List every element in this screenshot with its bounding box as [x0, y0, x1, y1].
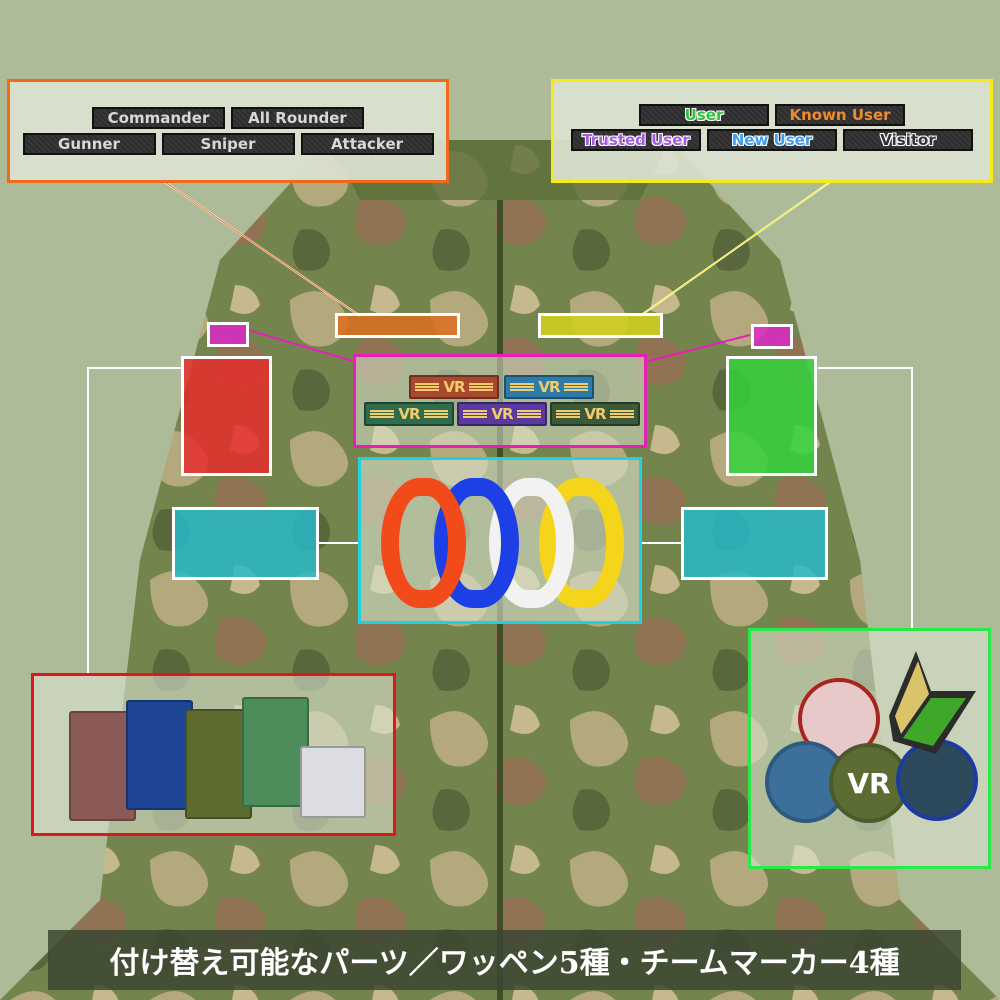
rank-tag-position-marker	[538, 313, 663, 338]
vr-patch-orange: VR	[409, 375, 499, 399]
patch-bear	[242, 697, 309, 807]
left-armband-marker	[172, 507, 319, 580]
patch-skull-crossbones	[126, 700, 193, 810]
right-shoulder-marker	[751, 324, 793, 349]
rank-tag-user: User	[639, 104, 769, 126]
beginner-mark-icon	[889, 651, 976, 754]
vr-patch-purple: VR	[457, 402, 547, 426]
marker-crystal	[896, 739, 978, 821]
patch-smg	[300, 746, 366, 818]
vr-patch-teal: VR	[364, 402, 454, 426]
left-patches-panel	[31, 673, 396, 836]
armbands-panel	[358, 457, 642, 624]
team-markers-panel: VR	[748, 628, 991, 869]
rank-tag-visitor: Visitor	[843, 129, 973, 151]
rank-tag-known-user: Known User	[775, 104, 905, 126]
caption-banner: 付け替え可能なパーツ／ワッペン5種・チームマーカー4種	[48, 930, 961, 990]
role-tag-gunner: Gunner	[22, 133, 156, 155]
role-tags-panel: Commander All Rounder Gunner Sniper Atta…	[7, 79, 449, 183]
role-tag-sniper: Sniper	[161, 133, 295, 155]
rank-tag-trusted-user: Trusted User	[571, 129, 701, 151]
left-arm-patch-marker	[181, 356, 272, 476]
right-arm-marker	[726, 356, 817, 476]
left-shoulder-marker	[207, 322, 249, 347]
marker-vr-emblem: VR	[829, 743, 909, 823]
vr-patches-panel: VR VR VR VR VR	[353, 354, 647, 448]
user-rank-tags-panel: User Known User Trusted User New User Vi…	[551, 79, 993, 183]
role-tag-all-rounder: All Rounder	[231, 107, 364, 129]
role-tag-commander: Commander	[92, 107, 225, 129]
rank-tag-new-user: New User	[707, 129, 837, 151]
right-armband-marker	[681, 507, 828, 580]
role-tag-position-marker	[335, 313, 460, 338]
vr-patch-blue: VR	[504, 375, 594, 399]
role-tag-attacker: Attacker	[300, 133, 434, 155]
vr-patch-dark-green: VR	[550, 402, 640, 426]
armband-orange	[381, 478, 466, 608]
